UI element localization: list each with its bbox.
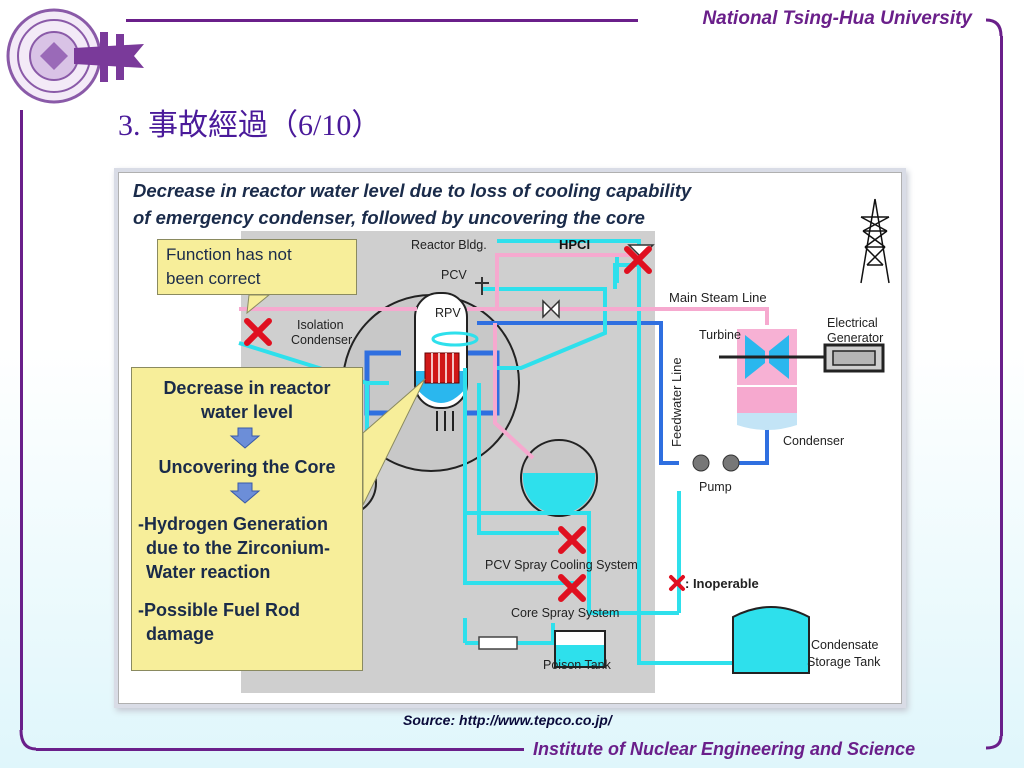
label-condenser: Condenser <box>783 434 844 448</box>
inoperable-legend-mark <box>669 575 685 591</box>
slide-title: 3. 事故經過（6/10） <box>118 109 382 142</box>
label-main-steam-line: Main Steam Line <box>669 290 767 305</box>
sequence-step3-line1: -Hydrogen Generation <box>138 514 329 534</box>
label-pcv-spray: PCV Spray Cooling System <box>485 558 638 572</box>
label-inoperable-legend: : Inoperable <box>685 576 759 591</box>
figure-heading-line2: of emergency condenser, followed by unco… <box>133 207 645 228</box>
institute-name: Institute of Nuclear Engineering and Sci… <box>533 739 916 759</box>
sequence-step1-line2: water level <box>200 402 294 422</box>
sequence-step2: Uncovering the Core <box>158 457 336 477</box>
university-seal-logo <box>6 8 144 104</box>
condensate-storage-tank <box>732 606 810 674</box>
label-hpci: HPCI <box>559 237 590 252</box>
label-pump: Pump <box>699 480 732 494</box>
sequence-arrow-down-icon <box>229 427 261 449</box>
fuel-core <box>424 352 460 384</box>
sequence-arrow-down-icon <box>229 482 261 504</box>
label-condensate-1: Condensate <box>811 638 878 652</box>
figure-heading-line1: Decrease in reactor water level due to l… <box>133 180 692 201</box>
callout-accident-sequence: Decrease in reactor water level Uncoveri… <box>131 367 363 671</box>
label-electrical-generator-1: Electrical <box>827 316 878 330</box>
label-isolation-condenser-1: Isolation <box>297 318 344 332</box>
label-rpv: RPV <box>435 306 461 320</box>
label-turbine: Turbine <box>699 328 741 342</box>
label-core-spray: Core Spray System <box>511 606 619 620</box>
footer-rule <box>36 748 524 751</box>
sequence-step1-line1: Decrease in reactor <box>163 378 331 398</box>
label-feedwater-line: Feedwater Line <box>669 357 684 447</box>
label-isolation-condenser-2: Condenser <box>291 333 352 347</box>
university-name: National Tsing-Hua University <box>702 8 972 29</box>
label-reactor-bldg: Reactor Bldg. <box>411 238 487 252</box>
label-electrical-generator-2: Generator <box>827 331 883 345</box>
right-frame-rule <box>1000 36 1003 736</box>
inoperable-mark-core-spray <box>558 574 586 602</box>
callout-pointer-core <box>362 378 426 506</box>
transmission-pylon <box>860 198 890 284</box>
callout-function-line2: been correct <box>166 269 261 288</box>
figure-heading: Decrease in reactor water level due to l… <box>133 177 833 231</box>
sequence-step3-line2: due to the Zirconium- <box>146 538 330 558</box>
inoperable-mark-pcv-spray <box>558 526 586 554</box>
label-poison-tank: Poison Tank <box>543 658 612 672</box>
header-rule <box>126 19 638 22</box>
sequence-step4-line2: damage <box>146 624 215 644</box>
sequence-step4-line1: -Possible Fuel Rod <box>138 600 301 620</box>
inoperable-marks <box>244 246 652 602</box>
steam-valve <box>542 299 560 319</box>
pump-right <box>722 454 740 472</box>
pump-left <box>692 454 710 472</box>
inoperable-mark-hpci <box>624 246 652 274</box>
label-pcv: PCV <box>441 268 467 282</box>
label-condensate-2: Storage Tank <box>807 655 881 669</box>
feedwater-pipe <box>477 321 679 465</box>
inoperable-mark-isolation <box>244 318 272 346</box>
accident-diagram-figure: Decrease in reactor water level due to l… <box>118 172 902 704</box>
source-citation: Source: http://www.tepco.co.jp/ <box>403 712 612 728</box>
callout-function-not-correct: Function has not been correct <box>157 239 357 295</box>
callout-function-line1: Function has not <box>166 245 292 264</box>
left-frame-rule <box>20 110 23 730</box>
sequence-step3-line3: Water reaction <box>146 562 271 582</box>
